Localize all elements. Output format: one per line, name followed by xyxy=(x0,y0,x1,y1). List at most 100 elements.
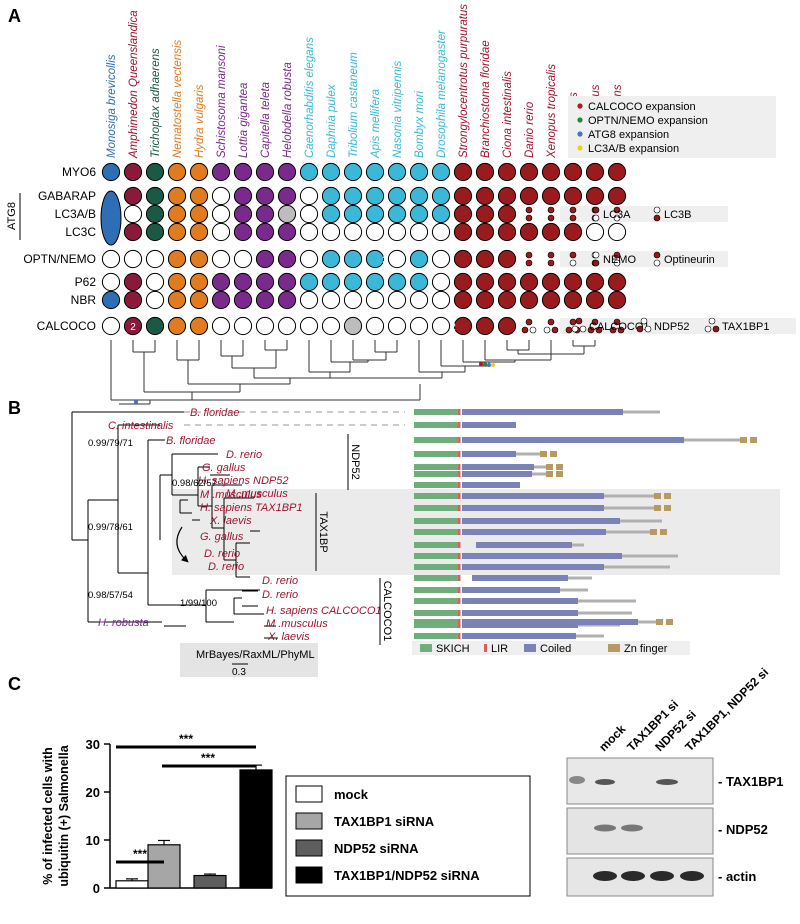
blot-label-ndp52: - NDP52 xyxy=(718,822,768,837)
p62-circle xyxy=(101,272,121,292)
nbr-circle xyxy=(211,290,231,310)
calcoco-circle xyxy=(123,316,143,336)
optn-circle xyxy=(453,249,473,269)
nbr-circle xyxy=(145,290,165,310)
species-label: Nasonia vitripennis xyxy=(392,61,404,158)
optn-key: NEMO Optineurin xyxy=(592,251,715,267)
calcoco-triple-dot xyxy=(587,326,595,334)
coiled-domain xyxy=(476,542,572,548)
linker-region xyxy=(578,611,632,615)
skich-domain xyxy=(414,464,458,470)
domain-architecture-row xyxy=(414,587,588,593)
coiled-domain xyxy=(462,422,516,428)
atg8-circle xyxy=(211,186,231,206)
p62-circle xyxy=(431,272,451,292)
bar xyxy=(239,769,273,889)
tree-taxon-label: G. gallus xyxy=(202,462,246,474)
clade-label-ndp52: NDP52 xyxy=(349,444,361,479)
nbr-circle xyxy=(475,290,495,310)
domain-architecture-row xyxy=(414,564,670,570)
myo6-circle xyxy=(585,162,605,182)
tree-taxon-label: H. sapiens TAX1BP1 xyxy=(200,502,303,514)
domain-legend-label: LIR xyxy=(491,643,508,655)
zn-finger-domain xyxy=(656,619,663,625)
p62-circle xyxy=(233,272,253,292)
species-label: Amphimedon Queenslandica xyxy=(128,10,140,159)
atg8-circle xyxy=(409,222,429,242)
optn-circle xyxy=(365,249,385,269)
atg8-circle xyxy=(607,186,627,206)
optn-circle xyxy=(299,249,319,269)
zn-finger-domain xyxy=(546,471,553,477)
calcoco-circle xyxy=(321,316,341,336)
calcoco-circle xyxy=(145,316,165,336)
bar xyxy=(193,874,227,889)
legend-label: CALCOCO expansion xyxy=(588,101,696,113)
atg8-label: ATG8 xyxy=(6,202,18,230)
tree-taxon-label: D. rerio xyxy=(204,548,240,560)
calcoco-triple-dot xyxy=(521,326,529,334)
atg8-circle xyxy=(277,204,297,224)
species-label: Tribolium castaneum xyxy=(348,52,360,158)
nbr-circle xyxy=(541,290,561,310)
coiled-domain xyxy=(462,482,520,488)
linker-region xyxy=(532,472,546,476)
domain-architecture-row xyxy=(414,518,662,524)
myo6-circle xyxy=(189,162,209,182)
atg8-circle xyxy=(167,222,187,242)
domain-legend-swatch xyxy=(524,644,536,652)
calcoco-triple-dot xyxy=(617,326,625,334)
atg8-circle xyxy=(233,222,253,242)
optn-bombyx-count: 2 xyxy=(382,255,388,266)
species-label: Ciona intestinalis xyxy=(502,71,514,158)
calcoco-circle xyxy=(277,316,297,336)
lir-motif xyxy=(458,529,461,535)
atg8-merged-ellipse xyxy=(100,190,122,246)
p62-circle xyxy=(563,272,583,292)
optn-pair-dot xyxy=(613,259,621,267)
calcoco-circle xyxy=(431,316,451,336)
zn-finger-domain xyxy=(666,619,673,625)
domain-architecture-row xyxy=(414,493,671,499)
nbr-circle xyxy=(519,290,539,310)
tree-taxon-label: H. sapiens NDP52 xyxy=(198,475,289,487)
atg8-circle xyxy=(431,204,451,224)
y-tick-label: 0 xyxy=(93,881,100,896)
presence-matrix xyxy=(100,162,627,336)
atg8-circle xyxy=(255,222,275,242)
myo6-circle xyxy=(101,162,121,182)
atg8-circle xyxy=(189,204,209,224)
atg8-circle xyxy=(387,222,407,242)
calcoco-circle xyxy=(233,316,253,336)
species-label: Lottia gigantea xyxy=(238,83,250,158)
calcoco-circle xyxy=(343,316,363,336)
calcoco-circle xyxy=(167,316,187,336)
linker-region xyxy=(578,599,636,603)
atg8-circle xyxy=(541,222,561,242)
band-tax1bp1-mock xyxy=(595,779,615,785)
optn-circle xyxy=(233,249,253,269)
nbr-circle xyxy=(189,290,209,310)
calcoco-triple-dot xyxy=(565,326,573,334)
myo6-circle xyxy=(541,162,561,182)
y-axis-label-line1: % of infected cells with xyxy=(41,747,55,885)
blot-label-actin: - actin xyxy=(718,869,756,884)
bar-legend-swatch xyxy=(295,839,323,857)
p62-circle xyxy=(211,272,231,292)
skich-domain xyxy=(414,553,458,559)
zn-finger-domain xyxy=(550,451,557,457)
bar-legend-swatch xyxy=(295,812,323,830)
atg8-circle xyxy=(475,204,495,224)
atg8-circle xyxy=(211,222,231,242)
bar-legend-box xyxy=(285,775,531,897)
domain-architectures xyxy=(414,409,757,639)
skich-domain xyxy=(414,529,458,535)
skich-domain xyxy=(414,610,458,616)
skich-domain xyxy=(414,587,458,593)
optn-circle xyxy=(101,249,121,269)
domain-architecture-row xyxy=(414,610,632,616)
atg8-circle xyxy=(607,222,627,242)
